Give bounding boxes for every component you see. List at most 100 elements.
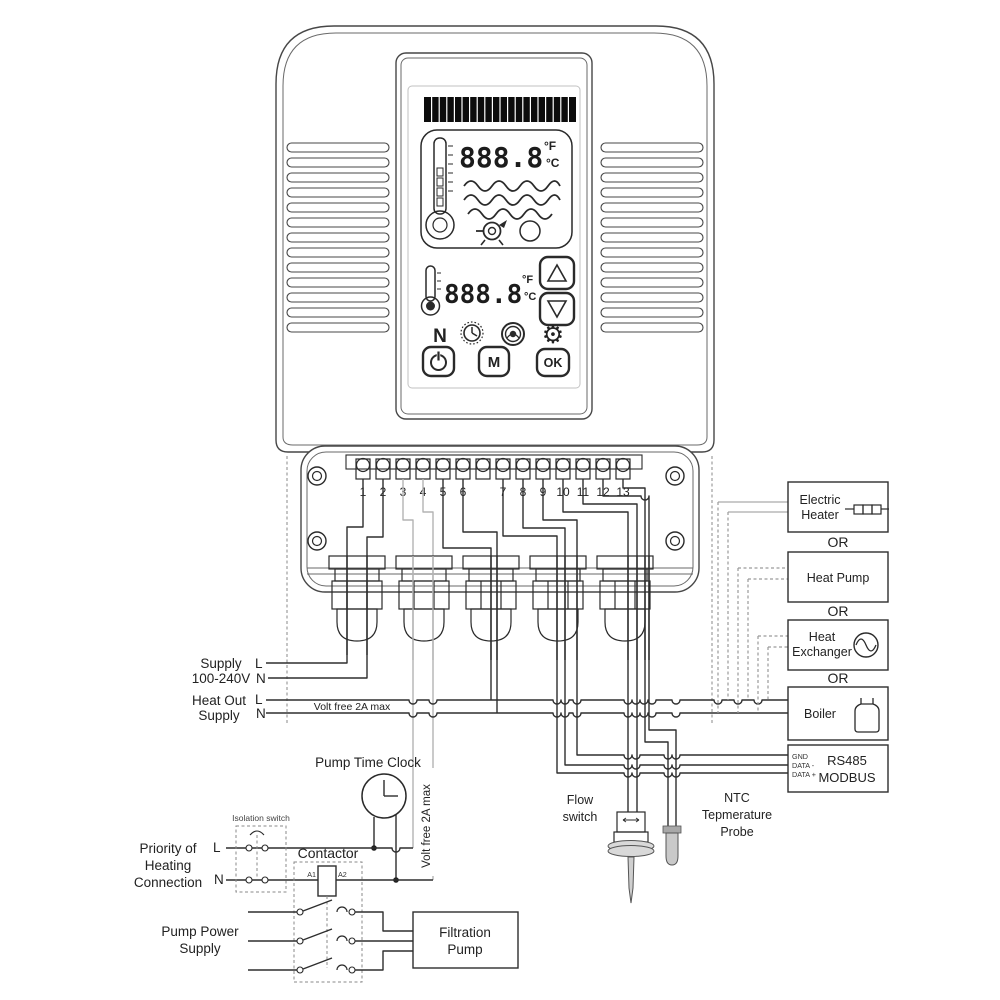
mode-button-label: M <box>488 354 501 371</box>
ok-button-label: OK <box>544 356 563 370</box>
heater-tap-lines <box>718 501 788 513</box>
priority-heating-circuit: Isolation switch Contactor A1 A2 <box>226 813 519 983</box>
ok-button: OK <box>535 347 571 378</box>
set-unit-f: °F <box>522 274 533 286</box>
terminal-box: 1 2 3 4 5 6 7 8 9 10 11 12 13 <box>286 445 713 725</box>
timer-icon <box>460 321 484 345</box>
priority-label-1: Priority of <box>139 841 196 856</box>
coil-a1-label: A1 <box>307 870 316 879</box>
main-display: 888.8 °F °C <box>420 129 573 249</box>
enclosure-inner <box>282 32 708 446</box>
heater-tap-drops <box>717 502 729 713</box>
filtration-pump-box: Filtration Pump <box>412 911 519 969</box>
screw-icon <box>665 466 685 486</box>
supply-l: L <box>255 656 263 671</box>
flow-switch-label-1: Flow <box>567 793 594 807</box>
ntc-label-3: Probe <box>720 825 753 839</box>
set-temp-value: 888.8 <box>444 280 522 310</box>
contactor: Contactor A1 A2 <box>248 845 413 983</box>
pump-time-clock-circuit: Pump Time Clock Volt free 2A max <box>315 755 437 883</box>
wire-rs485-gnd <box>542 479 788 760</box>
rs485-gnd-pin: GND <box>792 752 808 761</box>
isolation-switch-label: Isolation switch <box>232 813 290 823</box>
corner-screws <box>307 466 685 551</box>
mode-button: M <box>477 345 511 378</box>
wire-supply-neutral <box>268 479 384 679</box>
rs485-label-2: MODBUS <box>818 770 875 785</box>
n-mode-icon: N <box>433 326 447 347</box>
terminal-rail <box>345 454 643 470</box>
priority-label-2: Heating <box>145 858 192 873</box>
cable-gland <box>529 555 587 642</box>
boiler-icon <box>854 698 880 733</box>
screw-icon <box>307 466 327 486</box>
wire-flow-switch-1 <box>562 479 629 812</box>
pump-power-label-1: Pump Power <box>161 924 239 939</box>
screw-icon <box>665 531 685 551</box>
or-label: OR <box>828 603 849 619</box>
boiler-label: Boiler <box>804 707 836 721</box>
heat-exchanger-tap <box>757 635 788 713</box>
control-panel: 888.8 °F °C <box>395 52 593 420</box>
supply-label-2: 100-240V <box>192 671 251 686</box>
wires-over-glands <box>346 556 650 660</box>
electric-heater-label-1: Electric <box>800 493 841 507</box>
supply-n: N <box>256 671 266 686</box>
supply-label-1: Supply <box>200 656 242 671</box>
pump-running-icon <box>476 220 507 246</box>
isolation-switch: Isolation switch <box>232 813 290 893</box>
ntc-label-2: Tepmerature <box>702 808 772 822</box>
rs485-label-1: RS485 <box>827 753 867 768</box>
down-button <box>538 291 576 327</box>
flow-switch-label-2: switch <box>563 810 598 824</box>
set-unit-c: °C <box>524 291 536 303</box>
cable-gland <box>395 555 453 642</box>
main-unit-f: °F <box>544 139 556 153</box>
gear-icon: ⚙ <box>542 321 564 349</box>
set-thermometer-icon <box>420 265 441 316</box>
or-label: OR <box>828 670 849 686</box>
ntc-probe-icon <box>662 825 682 866</box>
heat-exchanger-label-1: Heat <box>809 630 836 644</box>
volt-free-vertical: Volt free 2A max <box>421 784 433 868</box>
triangle-up-icon <box>546 263 568 282</box>
power-button <box>421 345 456 378</box>
panel-button-row: M OK <box>421 345 571 378</box>
heat-out-n: N <box>256 706 266 721</box>
water-thermometer-icon <box>425 137 455 240</box>
cable-gland <box>596 555 654 642</box>
heat-exchanger-box: Heat Exchanger <box>787 619 889 671</box>
wire-terminal4-contactor <box>422 479 434 880</box>
heating-element-icon <box>845 504 889 515</box>
heat-out-label-2: Supply <box>198 708 240 723</box>
coil-a2-label: A2 <box>338 870 347 879</box>
ntc-label-1: NTC <box>724 791 750 805</box>
or-label: OR <box>828 534 849 550</box>
wire-terminal3-clock <box>402 479 414 848</box>
electric-heater-label-2: Heater <box>801 508 839 522</box>
device-taps <box>717 501 788 713</box>
clock-icon <box>361 773 407 819</box>
rs485-data-plus-pin: DATA + <box>792 770 816 779</box>
contactor-pole <box>248 928 413 945</box>
wire-supply-live <box>266 479 364 664</box>
screw-icon <box>307 531 327 551</box>
heat-out-label-1: Heat Out <box>192 693 246 708</box>
up-button <box>538 255 576 291</box>
setpoint-display: 888.8 °F °C <box>420 255 576 327</box>
heat-out-l: L <box>255 692 263 707</box>
volt-free-horizontal: Volt free 2A max <box>314 701 391 713</box>
cable-gland <box>328 555 386 642</box>
cable-glands <box>328 555 654 642</box>
ntc-probe: NTC Tepmerature Probe <box>662 791 772 866</box>
wire-rs485-data-plus <box>502 479 788 778</box>
filtration-pump-label-1: Filtration <box>439 925 491 940</box>
flow-switch-icon <box>607 811 655 904</box>
switch-handle-icon <box>249 830 265 836</box>
boiler-box: Boiler <box>787 686 889 741</box>
heat-exchanger-label-2: Exchanger <box>792 645 852 659</box>
priority-l: L <box>213 840 221 855</box>
contactor-pole <box>248 950 413 974</box>
